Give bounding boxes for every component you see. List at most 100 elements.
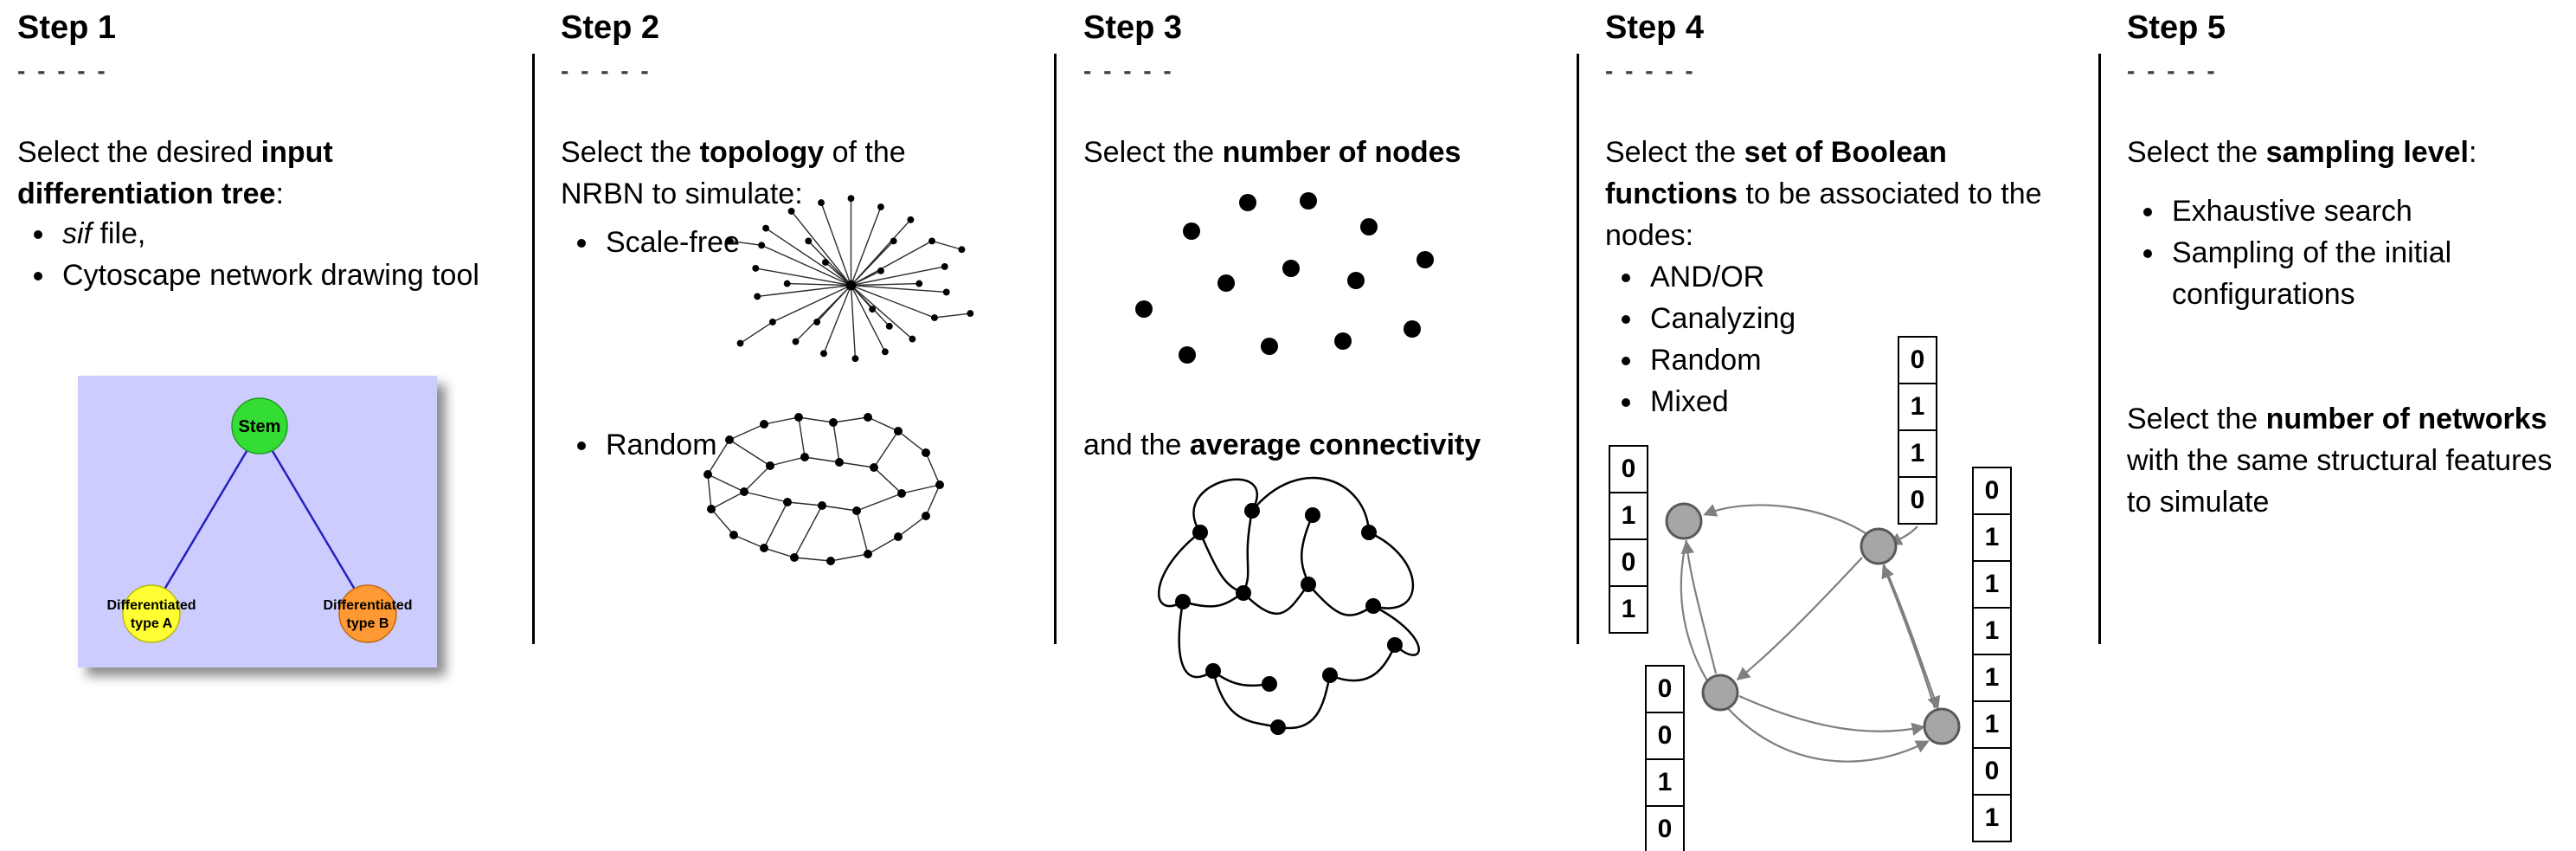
step-3-title: Step 3 — [1083, 10, 1183, 46]
scale-free-edges — [729, 198, 971, 359]
step-3-second: and the average connectivity — [1083, 424, 1555, 466]
bullet-item: Exhaustive search — [2167, 190, 2534, 232]
second-text: and the — [1083, 429, 1190, 461]
bullet-text: Random — [606, 429, 717, 461]
random-nodes — [703, 413, 944, 565]
bullet-text: file, — [92, 217, 146, 250]
truth-table-cell: 1 — [1972, 513, 2012, 562]
type-b-label-line1: Differentiated — [323, 598, 412, 613]
intro-bold: number of nodes — [1222, 136, 1461, 169]
tangle-nodes — [1175, 503, 1403, 735]
bullet-text: Exhaustive search — [2172, 195, 2412, 228]
step-4-title: Step 4 — [1605, 10, 1705, 46]
truth-table-cell: 0 — [1645, 712, 1685, 760]
bullet-item: Sampling of the initial configurations — [2167, 232, 2534, 315]
dots — [1135, 192, 1434, 364]
truth-table-cell: 1 — [1972, 794, 2012, 842]
step-2-bullet-scale-free: Scale-free — [561, 222, 907, 263]
second-text: Select the — [2127, 403, 2266, 435]
step-3-intro: Select the number of nodes — [1083, 132, 1555, 173]
bullet-item: Scale-free — [601, 222, 907, 263]
connectivity-tangle-illustration — [1158, 476, 1420, 735]
truth-table-cell: 1 — [1972, 654, 2012, 702]
truth-table-cell: 1 — [1972, 560, 2012, 609]
dashed-separator: - - - - - — [1605, 57, 1696, 84]
stem-node — [231, 397, 288, 455]
step-5-title: Step 5 — [2127, 10, 2226, 46]
boolean-network-svg — [1665, 502, 1961, 763]
truth-table-cell: 0 — [1972, 747, 2012, 796]
boolean-network-arrows — [1680, 504, 1941, 763]
intro-text: Select the — [1083, 136, 1223, 169]
bullet-item: Cytoscape network drawing tool — [57, 255, 485, 296]
column-divider — [2098, 54, 2101, 644]
truth-table-cell: 1 — [1972, 607, 2012, 655]
step-1-bullets: sif file, Cytoscape network drawing tool — [17, 213, 485, 296]
truth-table-cell: 1 — [1609, 492, 1648, 540]
gene-node — [1665, 502, 1703, 540]
differentiation-tree-svg: Stem Differentiated type A Differentiate… — [78, 376, 437, 667]
truth-table-cell: 0 — [1609, 445, 1648, 493]
bullet-text: Scale-free — [606, 226, 740, 259]
truth-table-top: 0 1 1 0 — [1898, 336, 1937, 525]
bullet-text: Sampling of the initial configurations — [2172, 236, 2452, 311]
step-2-bullet-random: Random — [561, 424, 907, 466]
dashed-separator: - - - - - — [2127, 57, 2218, 84]
truth-table-cell: 0 — [1972, 467, 2012, 515]
truth-table-left: 0 1 0 1 — [1609, 445, 1648, 634]
bullet-item: AND/OR — [1645, 256, 1969, 298]
truth-table-cell: 1 — [1898, 383, 1937, 431]
intro-text: : — [2468, 136, 2477, 169]
intro-text: : — [275, 177, 284, 210]
dashed-separator: - - - - - — [17, 57, 108, 84]
type-a-node — [122, 584, 181, 643]
nodes-dots-illustration — [1135, 192, 1434, 364]
truth-table-cell: 0 — [1645, 805, 1685, 851]
truth-table-cell: 1 — [1645, 758, 1685, 807]
bullet-text: Random — [1650, 344, 1762, 377]
truth-table-bottom-left: 0 0 1 0 — [1645, 665, 1685, 851]
step-4-intro: Select the set of Boolean functions to b… — [1605, 132, 2055, 256]
truth-table-cell: 1 — [1898, 429, 1937, 478]
gene-node — [1923, 707, 1961, 745]
intro-bold: set of Boolean functions — [1605, 136, 1947, 210]
truth-table-cell: 0 — [1898, 476, 1937, 525]
step-1-intro: Select the desired input differentiation… — [17, 132, 502, 215]
bullet-italic-text: sif — [62, 217, 92, 250]
tree-edge — [258, 429, 369, 612]
intro-text: Select the desired — [17, 136, 261, 169]
column-divider — [1577, 54, 1579, 644]
step-3-column: Step 3 - - - - - Select the number of no… — [1083, 0, 1559, 851]
step-5-second: Select the number of networks with the s… — [2127, 398, 2568, 523]
bullet-item: Random — [1645, 339, 1969, 381]
truth-table-cell: 0 — [1898, 336, 1937, 384]
intro-text: Select the — [1605, 136, 1744, 169]
step-2-title: Step 2 — [561, 10, 660, 46]
dashed-separator: - - - - - — [561, 57, 652, 84]
tree-edge — [150, 429, 261, 612]
type-a-label-line1: Differentiated — [106, 598, 196, 613]
step-1-column: Step 1 - - - - - Select the desired inpu… — [17, 0, 515, 851]
boolean-network-illustration: 0 1 1 0 0 1 0 1 0 0 1 0 0 1 1 1 — [1605, 322, 2085, 851]
type-b-node — [338, 584, 397, 643]
bullet-text: AND/OR — [1650, 261, 1765, 293]
second-bold: number of networks — [2265, 403, 2547, 435]
truth-table-cell: 0 — [1609, 538, 1648, 587]
scale-free-nodes — [726, 195, 974, 363]
intro-text: of the NRBN to simulate: — [561, 136, 906, 210]
intro-text: Select the — [561, 136, 700, 169]
intro-bold: sampling level — [2265, 136, 2469, 169]
differentiation-tree-figure: Stem Differentiated type A Differentiate… — [78, 376, 437, 667]
truth-table-cell: 0 — [1645, 665, 1685, 713]
step-2-column: Step 2 - - - - - Select the topology of … — [561, 0, 1037, 851]
intro-bold: topology — [699, 136, 825, 169]
stem-label: Stem — [239, 417, 281, 436]
column-divider — [1054, 54, 1057, 644]
second-text: with the same structural features to sim… — [2127, 444, 2553, 519]
gene-node — [1860, 527, 1898, 565]
truth-table-right: 0 1 1 1 1 1 0 1 — [1972, 467, 2012, 842]
bullet-text: Canalyzing — [1650, 302, 1796, 335]
bullet-item: sif file, — [57, 213, 485, 255]
column-divider — [532, 54, 535, 644]
bullet-item: Mixed — [1645, 381, 1969, 422]
